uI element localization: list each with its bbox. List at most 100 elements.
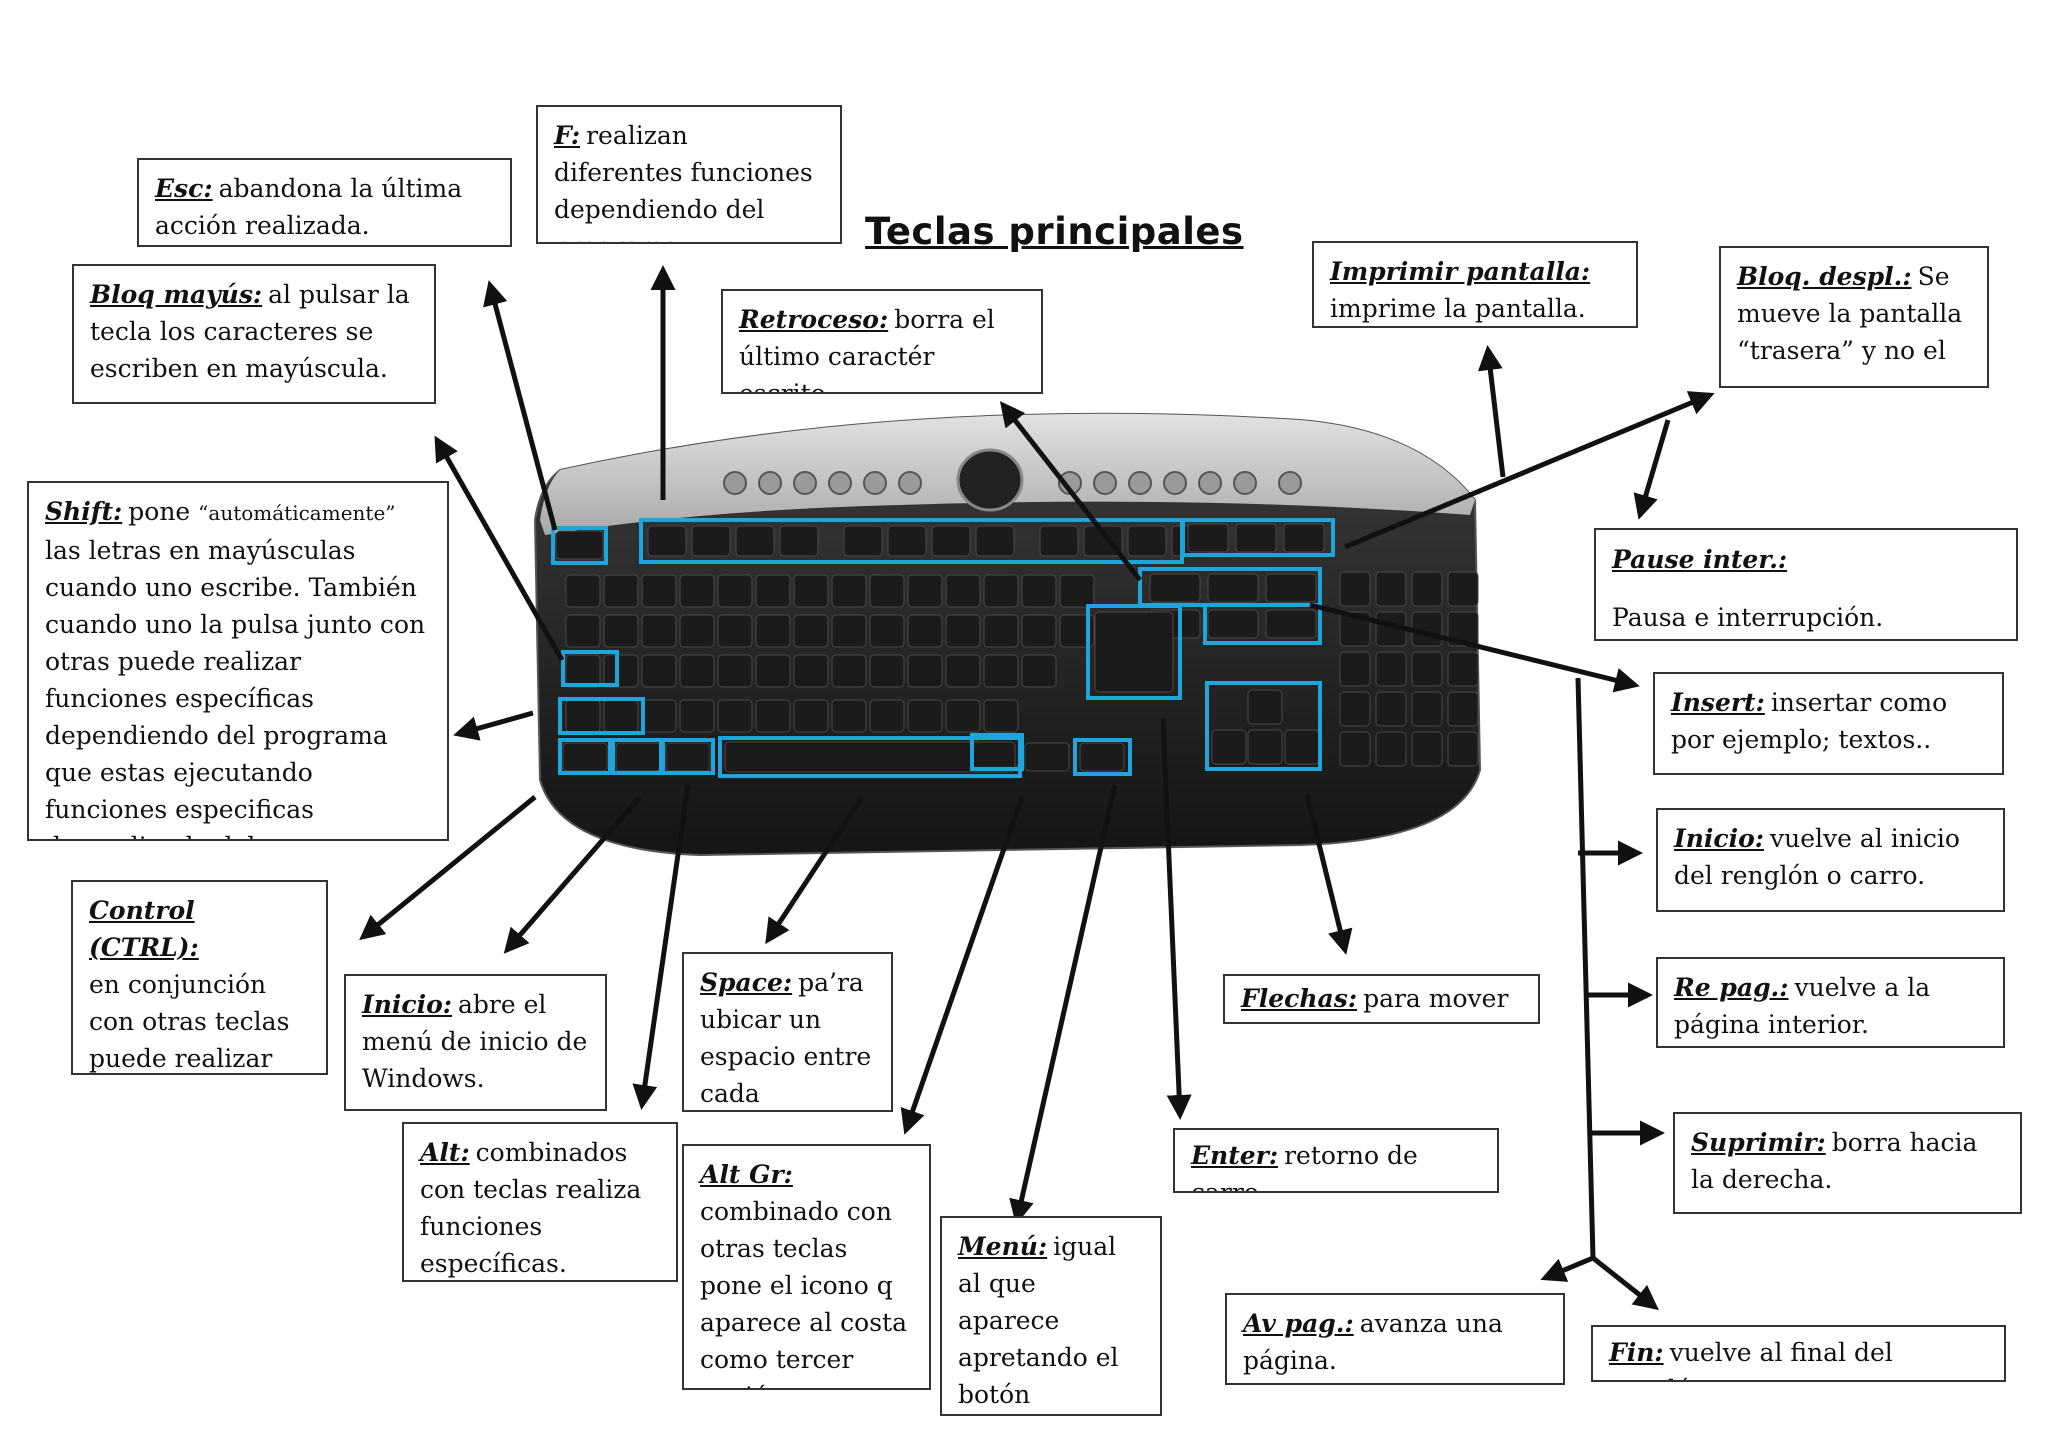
- highlight-ctrl: [558, 738, 612, 775]
- keyboard-key: [647, 525, 687, 557]
- keyboard-key: [1247, 689, 1283, 725]
- keyboard-key: [831, 699, 867, 733]
- keyboard-key: [679, 614, 715, 648]
- arrow-enter: [1160, 717, 1192, 1120]
- callout-term: Enter:: [1191, 1141, 1279, 1170]
- keyboard-key: [975, 525, 1015, 557]
- keyboard-key: [1375, 651, 1407, 687]
- keyboard-image: [533, 412, 1482, 857]
- keyboard-key: [793, 654, 829, 688]
- keyboard-key: [641, 614, 677, 648]
- callout-menu: Menú:igual al que aparece apretando el b…: [940, 1216, 1162, 1416]
- callout-suprimir: Suprimir:borra hacia la derecha.: [1673, 1112, 2022, 1214]
- keyboard-key: [603, 654, 639, 688]
- keyboard-key: [907, 654, 943, 688]
- callout-re-pag: Re pag.:vuelve a la página interior.: [1656, 957, 2005, 1048]
- keyboard-key: [755, 699, 791, 733]
- keyboard-key: [1094, 611, 1174, 693]
- callout-term: Control (CTRL):: [89, 896, 199, 962]
- callout-term: Space:: [700, 968, 793, 997]
- arrow-arrows: [1304, 794, 1353, 955]
- callout-term: Av pag.:: [1243, 1309, 1354, 1338]
- keyboard-key: [983, 699, 1019, 733]
- keyboard-key: [1247, 729, 1283, 765]
- keyboard-key: [983, 614, 1019, 648]
- callout-term: Re pag.:: [1674, 973, 1789, 1002]
- keyboard-key: [717, 574, 753, 608]
- keyboard-key: [641, 574, 677, 608]
- callout-text: borra hacia la derecha.: [1691, 1128, 1978, 1194]
- arrow-pause: [1633, 419, 1671, 520]
- callout-term: Esc:: [155, 174, 213, 203]
- keyboard-key: [565, 699, 601, 733]
- highlight-esc: [551, 526, 608, 565]
- keyboard-key: [691, 525, 731, 557]
- keyboard-key: [562, 742, 608, 772]
- callout-text: vuelve a la página interior.: [1674, 973, 1931, 1039]
- keyboard-key: [1447, 691, 1479, 727]
- keyboard-key: [779, 525, 819, 557]
- keyboard-key: [1265, 573, 1317, 603]
- callout-text: Se mueve la pantalla “trasera” y no el: [1737, 262, 1963, 365]
- highlight-menu: [1073, 738, 1132, 776]
- media-button: [723, 471, 747, 495]
- callout-text: abandona la última acción realizada.: [155, 174, 463, 240]
- media-button: [828, 471, 852, 495]
- keyboard-key: [983, 654, 1019, 688]
- callout-text: avanza una página.: [1243, 1309, 1503, 1375]
- media-button: [1198, 471, 1222, 495]
- callout-fin: Fin:vuelve al final del renglón.: [1591, 1325, 2006, 1382]
- callout-text: pone: [128, 497, 191, 526]
- arrow-insert: [1309, 602, 1640, 693]
- keyboard-key: [717, 654, 753, 688]
- highlight-altgr: [970, 733, 1024, 771]
- callout-bloq-mayus: Bloq mayús:al pulsar la tecla los caract…: [72, 264, 436, 404]
- keyboard-key: [679, 574, 715, 608]
- keyboard-key: [931, 525, 971, 557]
- keyboard-key: [1021, 574, 1057, 608]
- keyboard-key: [1207, 573, 1259, 603]
- keyboard-key: [665, 742, 711, 772]
- highlight-arrows: [1205, 681, 1322, 771]
- keyboard-key: [1339, 731, 1371, 767]
- arrow-caps: [434, 435, 565, 662]
- arrow-esc: [483, 280, 558, 531]
- keyboard-key: [724, 741, 1016, 773]
- callout-retroceso: Retroceso:borra el último caractér escri…: [721, 289, 1043, 394]
- keyboard-key: [869, 699, 905, 733]
- arrow-avpag: [1540, 1255, 1594, 1282]
- arrow-ctrl: [359, 795, 537, 941]
- callout-alt-gr: Alt Gr:combinado con otras teclas pone e…: [682, 1144, 931, 1390]
- keyboard-key: [1207, 609, 1259, 639]
- callout-f: F:realizan diferentes funciones dependie…: [536, 105, 842, 244]
- keyboard-key: [843, 525, 883, 557]
- callout-bloq-despl: Bloq. despl.:Se mueve la pantalla “trase…: [1719, 246, 1989, 388]
- arrow-menu: [1009, 784, 1118, 1225]
- callout-term: Inicio:: [362, 990, 452, 1019]
- callout-term: Insert:: [1671, 688, 1765, 717]
- keyboard-key: [603, 699, 639, 733]
- arrow-win: [503, 795, 642, 954]
- keyboard-key: [869, 614, 905, 648]
- callout-term: Shift:: [45, 497, 123, 526]
- callout-imprimir-pantalla: Imprimir pantalla:imprime la pantalla.: [1312, 241, 1638, 328]
- arrow-print: [1477, 345, 1506, 478]
- keyboard-key: [565, 654, 601, 688]
- keyboard-key: [1375, 691, 1407, 727]
- keyboard-key: [907, 699, 943, 733]
- media-button: [863, 471, 887, 495]
- callout-text: igual al que aparece apretando el botón …: [958, 1232, 1119, 1409]
- callout-av-pag: Av pag.:avanza una página.: [1225, 1293, 1565, 1385]
- keyboard-key: [679, 699, 715, 733]
- keyboard-key: [641, 699, 677, 733]
- keyboard-key: [641, 654, 677, 688]
- keyboard-key: [679, 654, 715, 688]
- callout-space: Space:pa’ra ubicar un espacio entre cada…: [682, 952, 893, 1112]
- key-highlights: [551, 518, 1335, 778]
- keyboard-key: [831, 654, 867, 688]
- keyboard-key: [555, 530, 604, 560]
- highlight-nav-mid: [1203, 603, 1322, 645]
- keyboard-key: [1411, 691, 1443, 727]
- keyboard-key: [755, 614, 791, 648]
